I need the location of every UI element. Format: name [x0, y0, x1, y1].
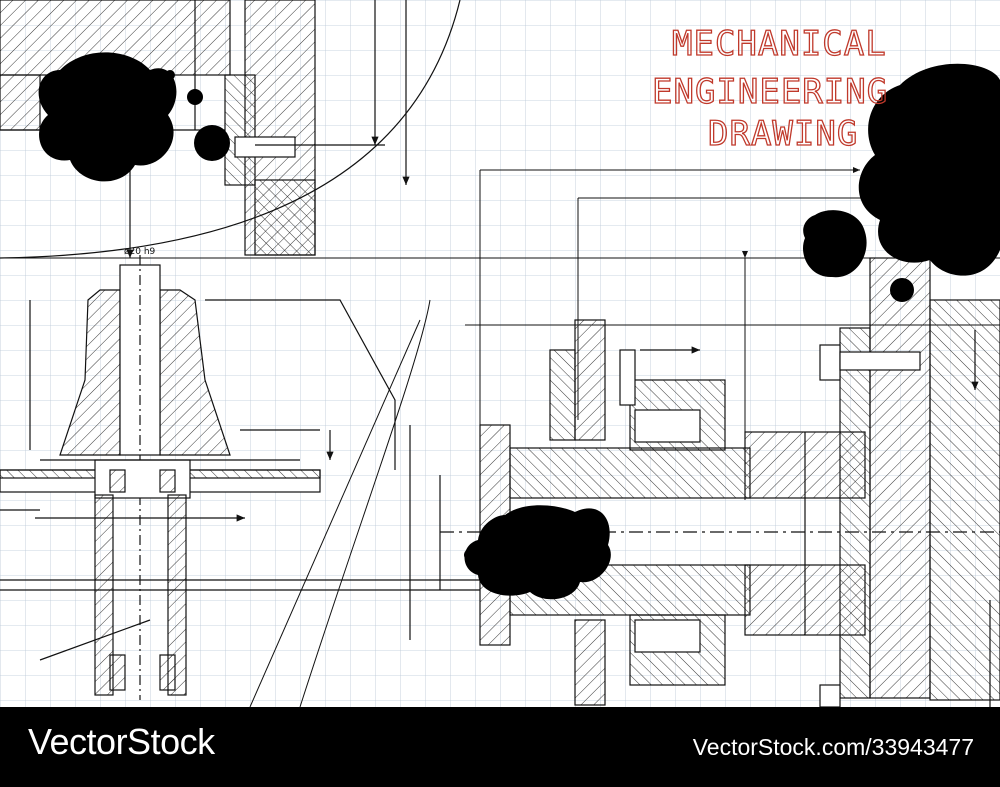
- drawing-title: MECHANICAL ENGINEERING DRAWING: [651, 23, 888, 154]
- ink-blot: [38, 52, 177, 182]
- engineering-drawing: ø20 h9: [0, 0, 1000, 707]
- ink-blot: [464, 505, 611, 600]
- left-shaft-assembly: [0, 168, 480, 700]
- watermark-brand: VectorStock: [28, 721, 215, 762]
- ink-drop: [890, 278, 914, 302]
- construction-lines: [249, 167, 1000, 707]
- dimension-label: ø20 h9: [124, 247, 156, 257]
- ink-drop: [165, 70, 175, 80]
- ink-splatters: [38, 52, 1000, 600]
- ink-blot: [858, 63, 1000, 276]
- ink-drop: [187, 89, 203, 105]
- watermark-banner: VectorStock VectorStock.com/33943477: [0, 707, 1000, 787]
- ink-blot: [803, 210, 867, 278]
- title-line-3: DRAWING: [708, 114, 858, 154]
- watermark-id: VectorStock.com/33943477: [692, 734, 974, 760]
- title-line-2: ENGINEERING: [652, 72, 888, 112]
- title-line-1: MECHANICAL: [672, 24, 887, 64]
- ink-drop: [464, 549, 476, 561]
- top-housing: [0, 0, 1000, 259]
- ink-drop: [194, 125, 230, 161]
